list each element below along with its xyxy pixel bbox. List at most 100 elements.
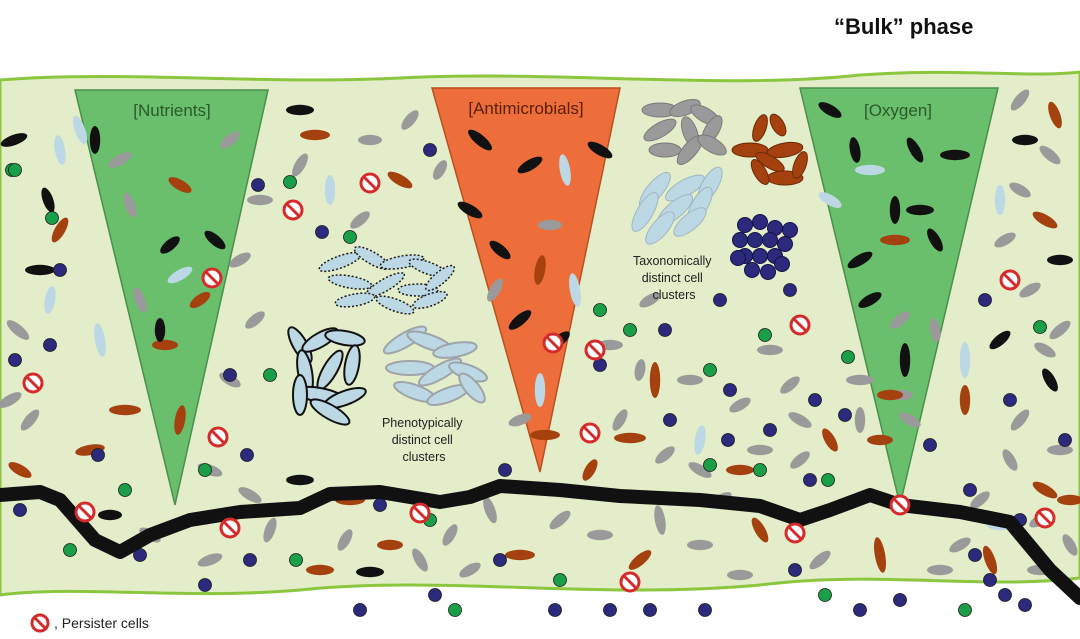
persister-cell-icon	[361, 174, 379, 192]
coccus-cell	[449, 604, 462, 617]
bulk-phase-label: “Bulk” phase	[834, 14, 1064, 40]
nutrients-label: [Nutrients]	[133, 101, 210, 120]
rod-cell	[358, 135, 382, 145]
coccus-cell	[842, 351, 855, 364]
rod-cell	[727, 570, 753, 580]
coccus-cell	[714, 294, 727, 307]
coccus-cell	[316, 226, 329, 239]
coccus-cell	[644, 604, 657, 617]
persister-cell-icon	[30, 613, 50, 633]
rod-cell	[377, 540, 403, 550]
persister-cell-icon	[544, 334, 562, 352]
coccus-cell	[959, 604, 972, 617]
rod-cell	[505, 550, 535, 560]
rod-cell	[995, 185, 1005, 215]
persister-cell-icon	[411, 504, 429, 522]
rod-cell	[890, 196, 900, 224]
coccus-cell	[494, 554, 507, 567]
coccus-cell	[969, 549, 982, 562]
coccus-cell	[924, 439, 937, 452]
persister-cell-icon	[586, 341, 604, 359]
rod-cell	[846, 375, 874, 385]
rod-cell	[650, 362, 660, 398]
coccus-cell	[46, 212, 59, 225]
coccus-cell	[1034, 321, 1047, 334]
coccus-cell	[839, 409, 852, 422]
persister-cell-icon	[24, 374, 42, 392]
coccus-cell	[554, 574, 567, 587]
taxonomic-line-1: Taxonomically	[633, 254, 712, 268]
coccus-cell	[819, 589, 832, 602]
coccus-cell	[290, 554, 303, 567]
persister-cell-icon	[209, 428, 227, 446]
rod-cell	[98, 510, 122, 520]
rod-cell	[726, 465, 754, 475]
coccus-cell	[704, 459, 717, 472]
coccus-cell	[722, 434, 735, 447]
rod-cell	[900, 343, 910, 377]
coccus-cell	[604, 604, 617, 617]
oxygen-label: [Oxygen]	[864, 101, 932, 120]
coccus-cell	[804, 474, 817, 487]
rod-cell	[1047, 445, 1073, 455]
phenotypic-line-1: Phenotypically	[382, 416, 463, 430]
coccus-cell	[1059, 434, 1072, 447]
rod-cell	[247, 195, 273, 205]
coccus-cell	[9, 164, 22, 177]
rod-cell	[587, 530, 613, 540]
persister-cell-icon	[284, 201, 302, 219]
coccus-cell	[984, 574, 997, 587]
coccus-cell	[424, 144, 437, 157]
coccus-cell	[1019, 599, 1032, 612]
navy-cluster-coccus	[753, 249, 768, 264]
coccus-cell	[724, 384, 737, 397]
coccus-cell	[199, 464, 212, 477]
rod-cell	[538, 220, 562, 230]
coccus-cell	[241, 449, 254, 462]
rod-cell	[325, 175, 335, 205]
coccus-cell	[284, 176, 297, 189]
phenotypic-line-2: distinct cell	[392, 433, 453, 447]
rod-cell	[677, 375, 703, 385]
navy-cluster-coccus	[748, 233, 763, 248]
coccus-cell	[764, 424, 777, 437]
coccus-cell	[92, 449, 105, 462]
rod-cell	[614, 433, 646, 443]
coccus-cell	[999, 589, 1012, 602]
gray-cluster-cell	[649, 143, 681, 157]
navy-cluster-coccus	[738, 218, 753, 233]
persister-cell-icon	[1036, 509, 1054, 527]
rod-cell	[877, 390, 903, 400]
coccus-cell	[429, 589, 442, 602]
coccus-cell	[64, 544, 77, 557]
navy-cluster-coccus	[753, 215, 768, 230]
coccus-cell	[1004, 394, 1017, 407]
coccus-cell	[264, 369, 277, 382]
coccus-cell	[754, 464, 767, 477]
rod-cell	[855, 165, 885, 175]
persister-cell-icon	[621, 573, 639, 591]
rod-cell	[356, 567, 384, 577]
navy-cluster-coccus	[745, 263, 760, 278]
navy-cluster-coccus	[731, 251, 746, 266]
coccus-cell	[374, 499, 387, 512]
legend: , Persister cells	[30, 612, 149, 634]
coccus-cell	[964, 484, 977, 497]
persister-cell-icon	[1001, 271, 1019, 289]
rod-cell	[155, 318, 165, 342]
coccus-cell	[594, 304, 607, 317]
coccus-cell	[822, 474, 835, 487]
coccus-cell	[549, 604, 562, 617]
navy-cluster-coccus	[761, 265, 776, 280]
rod-cell	[1012, 135, 1038, 145]
coccus-cell	[252, 179, 265, 192]
coccus-cell	[659, 324, 672, 337]
coccus-cell	[354, 604, 367, 617]
coccus-cell	[624, 324, 637, 337]
taxonomic-line-3: clusters	[652, 288, 695, 302]
coccus-cell	[894, 594, 907, 607]
persister-cell-icon	[203, 269, 221, 287]
persister-cell-icon	[791, 316, 809, 334]
coccus-cell	[809, 394, 822, 407]
